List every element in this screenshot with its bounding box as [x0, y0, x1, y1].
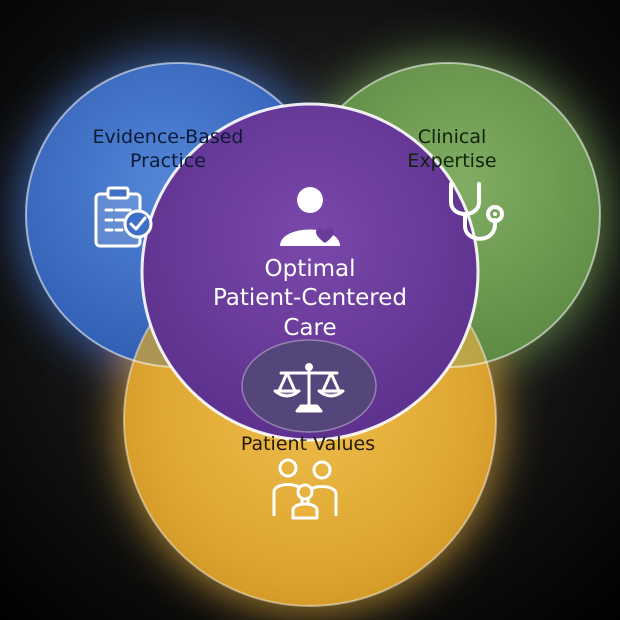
- stethoscope-icon: [449, 182, 504, 241]
- scales-icon: [273, 363, 345, 413]
- patient-values-label: Patient Values: [241, 433, 375, 455]
- clipboard-check-icon: [94, 186, 153, 248]
- center-label-line2: Patient-Centered: [213, 285, 407, 311]
- center-label-line3: Care: [283, 315, 336, 341]
- clinical-label-line2: Expertise: [407, 150, 496, 172]
- family-icon: [272, 458, 338, 520]
- clinical-label: Clinical Expertise: [407, 126, 496, 172]
- evidence-label: Evidence-Based Practice: [93, 126, 244, 172]
- evidence-label-line2: Practice: [130, 150, 206, 172]
- person-heart-icon: [280, 187, 340, 246]
- center-circle-outline: [140, 102, 480, 442]
- evidence-label-line1: Evidence-Based: [93, 126, 244, 148]
- clinical-label-line1: Clinical: [418, 126, 487, 148]
- center-circle: [142, 104, 478, 440]
- center-label-line1: Optimal: [264, 256, 355, 282]
- center-label: Optimal Patient-Centered Care: [213, 256, 407, 341]
